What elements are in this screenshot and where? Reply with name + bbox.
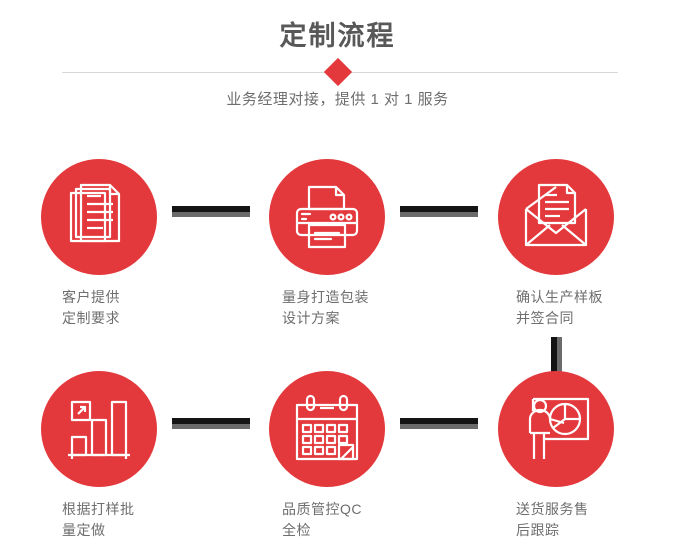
step-2-caption: 量身打造包装 设计方案 <box>282 289 369 326</box>
connector-step2-step3 <box>400 206 478 217</box>
connector-bar <box>551 337 557 373</box>
step-3-circle <box>498 159 614 275</box>
connector-step3-step6 <box>551 337 562 373</box>
step-1-caption: 客户提供 定制要求 <box>62 289 120 326</box>
step-1-node[interactable] <box>41 159 157 275</box>
bar-chart-growth-icon <box>68 400 130 459</box>
step-4-caption: 根据打样批 量定做 <box>62 501 135 538</box>
envelope-letter-icon <box>524 183 588 247</box>
connector-step4-step5 <box>172 418 250 429</box>
step-4-circle <box>41 371 157 487</box>
step-3-node[interactable] <box>498 159 614 275</box>
page-title: 定制流程 <box>279 21 396 51</box>
page-subtitle: 业务经理对接，提供 1 对 1 服务 <box>226 91 449 108</box>
connector-bar <box>172 206 250 212</box>
connector-shadow <box>557 337 562 373</box>
step-6-caption: 送货服务售 后跟踪 <box>516 501 589 538</box>
step-5-circle <box>269 371 385 487</box>
step-5-caption: 品质管控QC 全检 <box>282 501 362 538</box>
connector-shadow <box>172 424 250 429</box>
calendar-check-icon <box>295 394 359 461</box>
connector-shadow <box>400 212 478 217</box>
step-6-node[interactable] <box>498 371 614 487</box>
documents-stack-icon <box>69 183 121 243</box>
step-2-node[interactable] <box>269 159 385 275</box>
step-6-circle <box>498 371 614 487</box>
connector-step5-step6 <box>400 418 478 429</box>
connector-shadow <box>172 212 250 217</box>
connector-bar <box>400 418 478 424</box>
step-2-circle <box>269 159 385 275</box>
printer-icon <box>295 185 359 249</box>
step-5-node[interactable] <box>269 371 385 487</box>
connector-bar <box>172 418 250 424</box>
connector-step1-step2 <box>172 206 250 217</box>
step-1-circle <box>41 159 157 275</box>
diamond-bullet-icon <box>323 57 353 87</box>
presenter-pie-chart-icon <box>528 397 590 459</box>
step-4-node[interactable] <box>41 371 157 487</box>
connector-bar <box>400 206 478 212</box>
step-3-caption: 确认生产样板 并签合同 <box>516 289 603 326</box>
connector-shadow <box>400 424 478 429</box>
